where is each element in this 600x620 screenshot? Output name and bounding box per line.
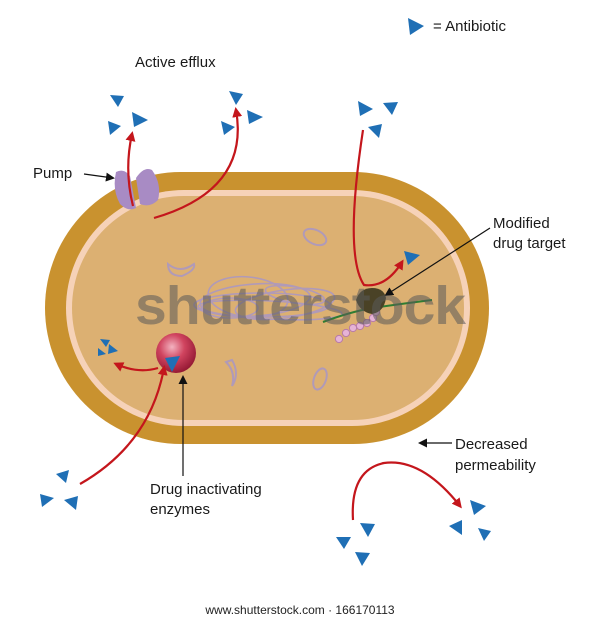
triangle-icon	[404, 251, 420, 265]
decreased-permeability-edge	[350, 444, 418, 456]
pump-pointer	[83, 172, 115, 182]
triangle-icon	[383, 102, 398, 115]
legend-antibiotic-label: = Antibiotic	[433, 18, 506, 35]
plasmid-beads	[334, 307, 381, 344]
triangle-icon	[108, 121, 121, 135]
watermark: shutterstock	[135, 276, 467, 336]
modified-drug-target	[322, 288, 433, 323]
triangle-icon	[56, 470, 69, 483]
triangle-icon	[64, 496, 78, 510]
triangle-icon	[110, 95, 124, 107]
efflux-arrow-right	[153, 107, 243, 220]
enzyme-release-arrow	[113, 362, 159, 372]
red-arrows	[79, 107, 462, 521]
triangle-icon	[247, 110, 263, 124]
triangle-icon	[358, 101, 373, 116]
triangle-icon	[360, 523, 375, 537]
triangle-icon	[221, 121, 235, 135]
triangle-icon	[449, 520, 462, 535]
ribosome-bodies	[166, 227, 328, 391]
target-entry-arrow	[352, 129, 404, 287]
triangle-icon	[100, 339, 110, 347]
nucleoid	[193, 275, 343, 321]
target-pointer	[384, 227, 491, 297]
pump-label: Pump	[33, 165, 72, 182]
active-efflux-label: Active efflux	[135, 54, 216, 71]
triangle-icon	[229, 91, 243, 105]
decreased-permeability-label-line1: Decreased	[455, 436, 528, 453]
triangle-icon	[478, 528, 491, 541]
inactivating-enzyme	[156, 333, 196, 373]
pointer-arrows	[83, 172, 491, 476]
permeability-arrow	[351, 461, 462, 521]
triangle-icon	[98, 348, 106, 356]
modified-target-label-line2: drug target	[493, 235, 566, 252]
triangle-icon	[368, 124, 382, 138]
triangle-icon	[132, 112, 148, 127]
footer-credit: www.shutterstock.com · 166170113	[204, 603, 395, 617]
triangle-icon	[355, 552, 370, 566]
triangle-icon	[408, 18, 424, 35]
drug-inactivating-label-line2: enzymes	[150, 501, 210, 518]
triangle-icon	[470, 500, 486, 515]
triangle-icon	[108, 344, 118, 354]
efflux-arrow-left	[125, 131, 136, 207]
triangle-icon	[40, 494, 54, 507]
modified-target-label-line1: Modified	[493, 215, 550, 232]
decreased-permeability-label-line2: permeability	[455, 457, 536, 474]
triangle-icon	[336, 537, 351, 549]
enzyme-entry-arrow	[79, 365, 168, 485]
drug-inactivating-label-line1: Drug inactivating	[150, 481, 262, 498]
antibiotic-markers	[40, 18, 491, 566]
footer-bar	[0, 598, 600, 620]
